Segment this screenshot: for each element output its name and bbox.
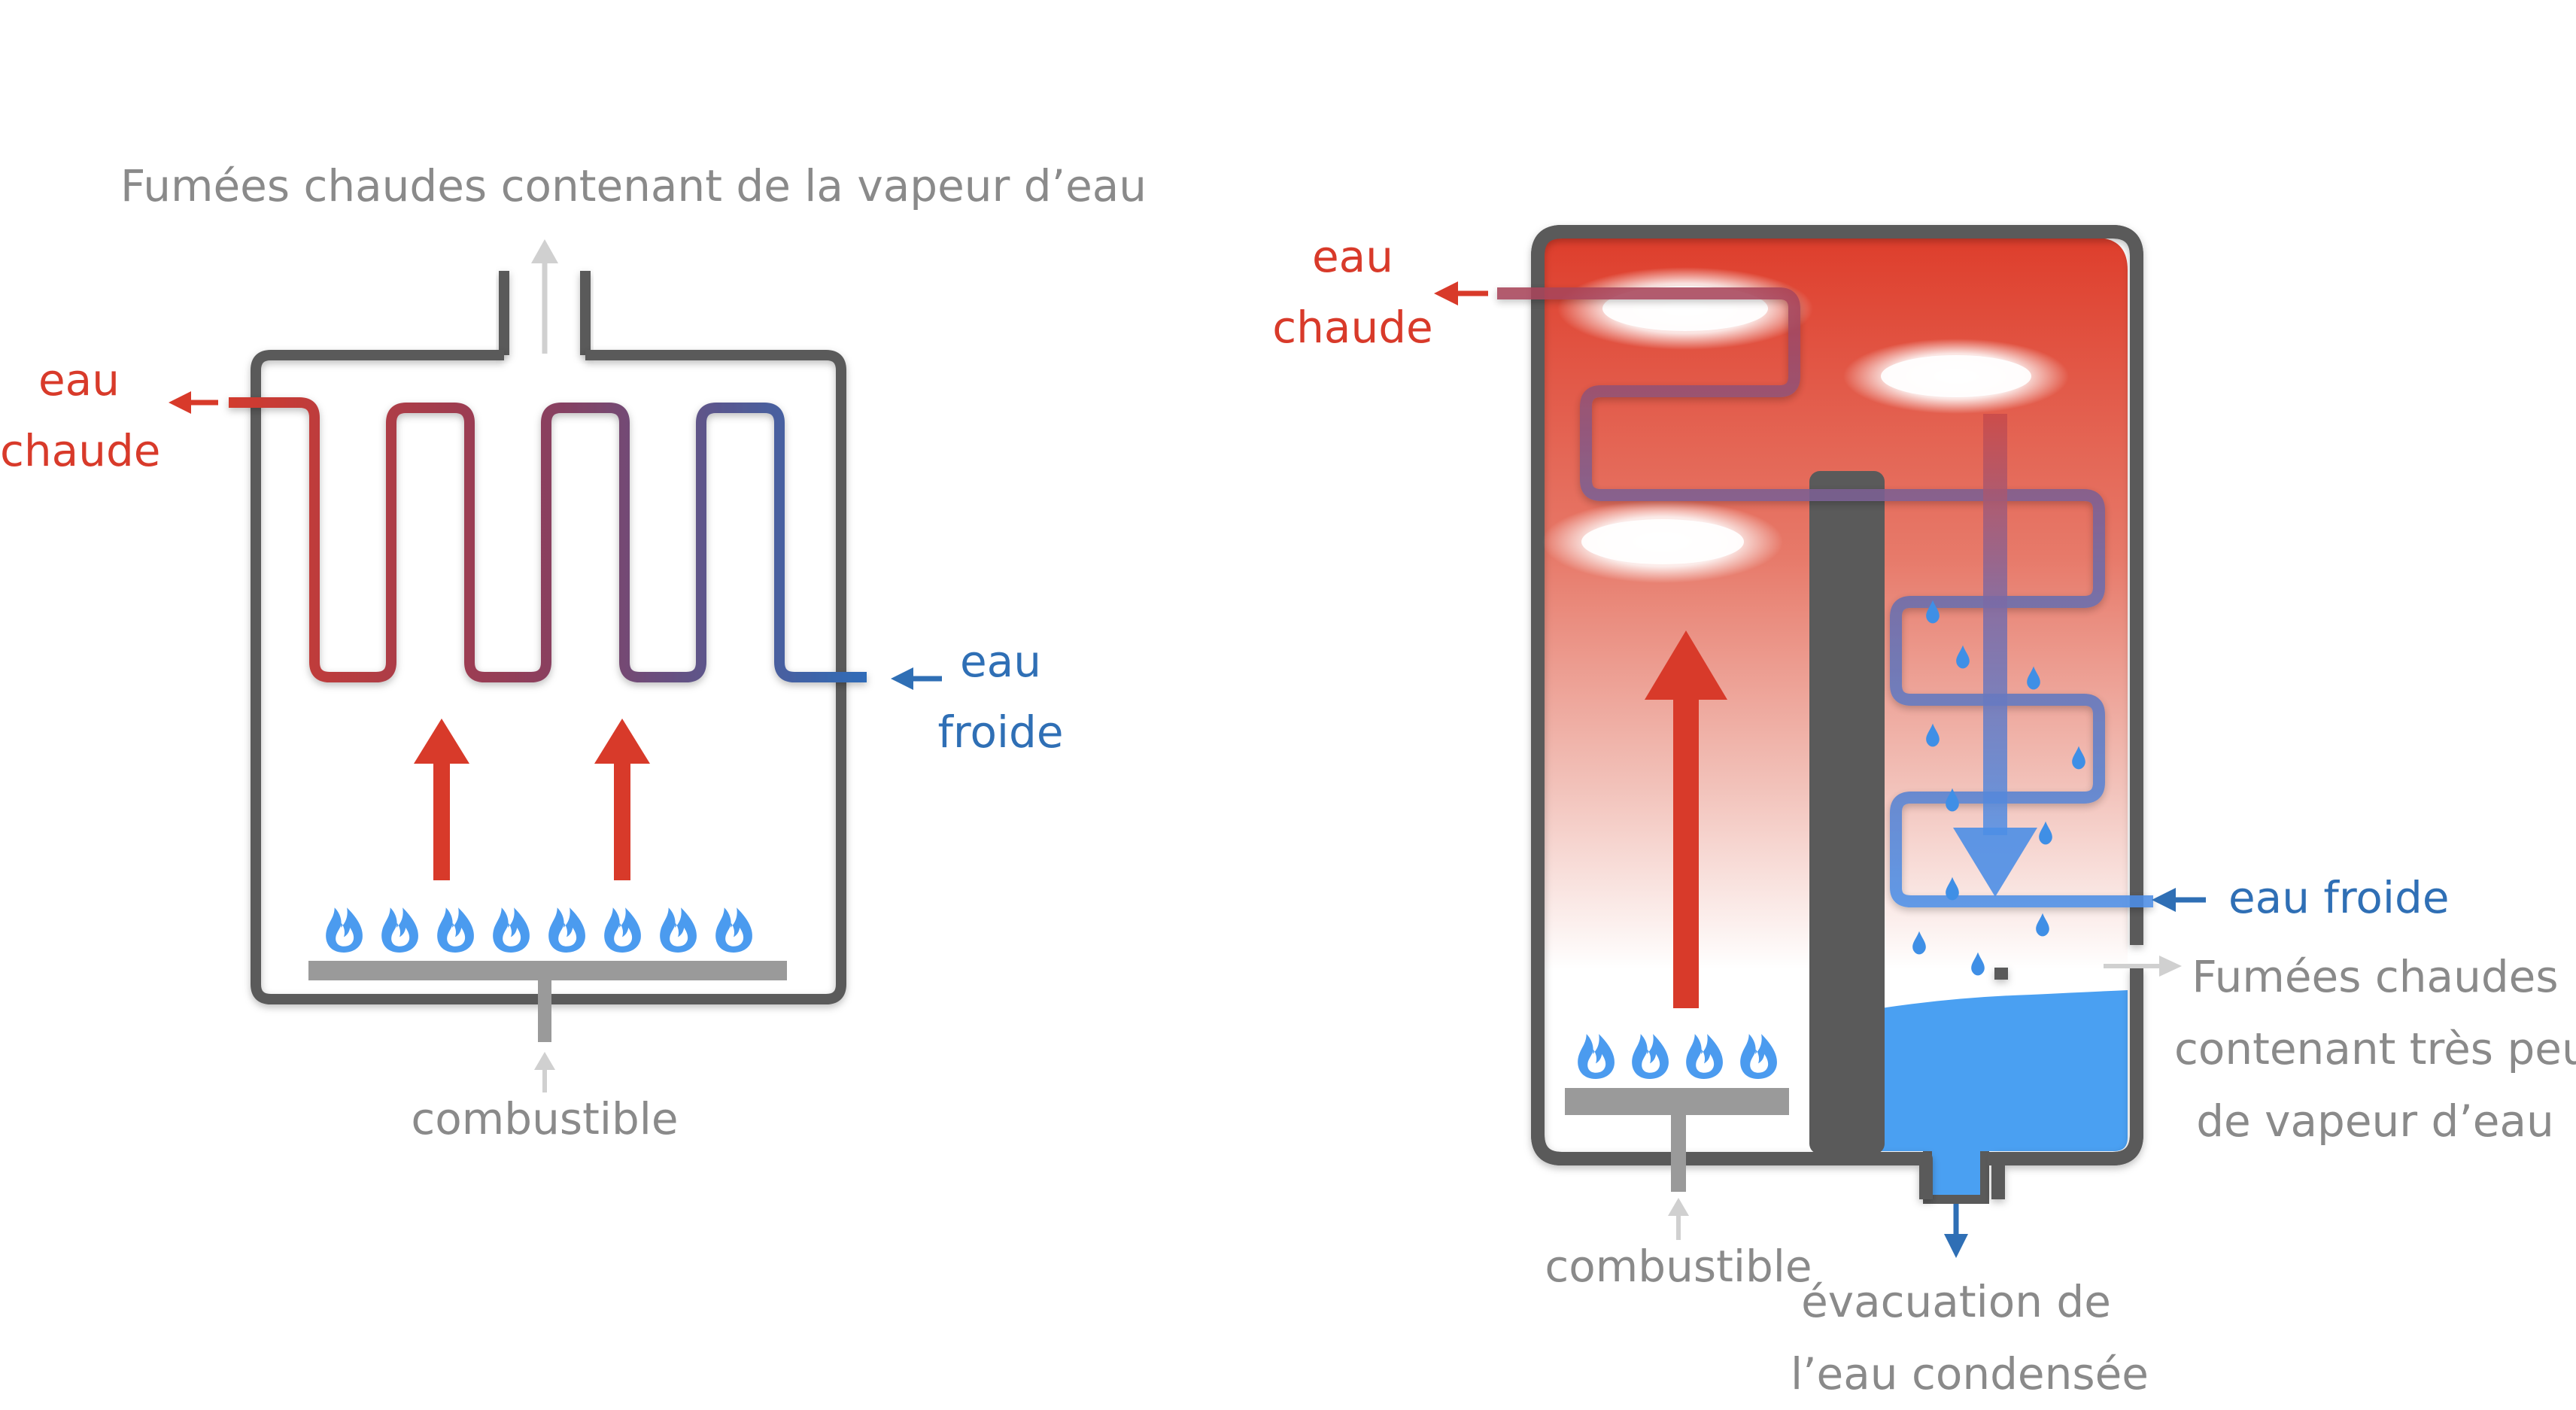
flame-icon	[326, 907, 363, 953]
flame-icon	[381, 907, 418, 953]
flame-icon	[493, 907, 530, 953]
left-boiler	[169, 239, 942, 1092]
right-drain-line-1: évacuation de	[1801, 1276, 2111, 1327]
flame-icon	[437, 907, 474, 953]
left-burner-bar	[308, 961, 787, 980]
right-fuel-pipe	[1671, 1115, 1686, 1192]
right-fumes-line-1: Fumées chaudes	[2192, 951, 2559, 1002]
condensate-pool	[1881, 990, 2128, 1151]
flame-icon	[715, 907, 752, 953]
arrow-right-icon	[2104, 956, 2182, 977]
arrow-up-icon	[1668, 1198, 1689, 1240]
left-fuel-label: combustible	[411, 1093, 679, 1144]
left-fumes-label: Fumées chaudes contenant de la vapeur d’…	[120, 160, 1147, 211]
arrow-down-icon	[1953, 414, 2037, 897]
left-hot-water-line-1: eau	[38, 354, 120, 406]
arrow-down-icon	[1944, 1204, 1968, 1258]
left-cold-water-line-2: froide	[937, 707, 1064, 758]
arrow-up-icon	[1645, 631, 1727, 1008]
flame-icon	[660, 907, 697, 953]
right-hot-water-label: eau chaude	[1264, 221, 1441, 363]
right-boiler	[1434, 225, 2206, 1258]
arrow-left-icon	[1434, 281, 1488, 305]
arrow-up-icon	[594, 719, 650, 880]
arrow-up-icon	[414, 719, 469, 880]
left-cold-water-label: eau froide	[933, 626, 1068, 767]
central-baffle	[1809, 471, 1885, 1154]
right-boiler-casing-outline	[1531, 225, 2143, 1165]
left-hot-water-label: eau chaude	[0, 345, 161, 486]
condensate-drain	[1923, 1151, 1989, 1204]
steam-cloud-icon	[1542, 500, 1783, 583]
arrow-up-icon	[534, 1052, 555, 1092]
steam-cloud-icon	[1557, 267, 1813, 350]
left-burner-flames	[326, 907, 752, 953]
flame-icon	[548, 907, 585, 953]
arrow-up-icon	[531, 239, 558, 354]
arrow-left-icon	[891, 667, 942, 690]
left-cold-water-line-1: eau	[960, 636, 1041, 687]
right-hot-water-line-1: eau	[1312, 231, 1393, 282]
right-fuel-label: combustible	[1545, 1241, 1812, 1292]
right-fumes-line-2: contenant très peu	[2174, 1023, 2576, 1074]
arrow-left-icon	[169, 391, 218, 414]
steam-cloud-icon	[1843, 339, 2069, 414]
right-drain-label: évacuation de l’eau condensée	[1791, 1266, 2149, 1410]
right-burner-bar	[1565, 1088, 1789, 1115]
right-fumes-line-3: de vapeur d’eau	[2196, 1095, 2554, 1147]
left-fuel-pipe	[538, 980, 551, 1042]
left-chimney	[499, 271, 591, 355]
left-hot-water-line-2: chaude	[0, 425, 161, 476]
right-fumes-label: Fumées chaudes contenant très peu de vap…	[2174, 941, 2576, 1157]
right-hot-water-line-2: chaude	[1272, 302, 1433, 353]
right-drain-line-2: l’eau condensée	[1791, 1348, 2149, 1399]
flame-icon	[604, 907, 641, 953]
arrow-left-icon	[2152, 888, 2206, 912]
left-heat-exchanger-pipe	[229, 397, 867, 682]
right-cold-water-label: eau froide	[2228, 872, 2450, 923]
